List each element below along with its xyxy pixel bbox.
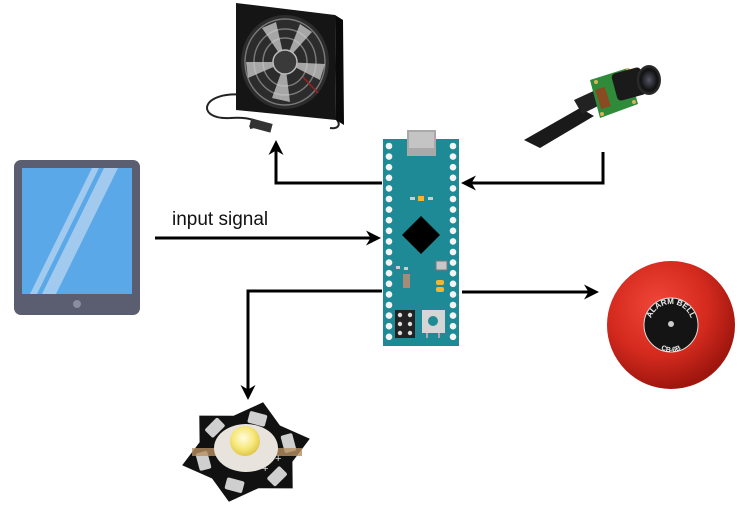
pin-hole <box>449 301 457 309</box>
screen-glare <box>30 168 99 294</box>
pin-hole <box>449 312 457 319</box>
status-led <box>436 287 444 292</box>
pin-hole <box>385 195 393 203</box>
usb-fan <box>206 3 344 133</box>
arrow-board-to-led <box>240 289 382 400</box>
pin-header-right <box>449 142 457 341</box>
regulator <box>435 260 448 271</box>
connections <box>155 140 605 400</box>
pin-hole <box>385 248 393 256</box>
pin-hole <box>385 185 393 192</box>
led-star: - + + <box>182 402 310 502</box>
camera-mount-hole <box>594 80 598 84</box>
pin-hole <box>449 153 457 160</box>
pin-hole <box>385 227 393 235</box>
camera-mount-hole <box>632 100 636 104</box>
microcontroller-chip <box>402 216 440 254</box>
tablet-device <box>14 160 140 315</box>
pin-hole <box>449 259 457 266</box>
led-lens <box>230 426 260 456</box>
smd-part <box>410 197 415 200</box>
camera-connector <box>595 86 611 110</box>
arduino-micro-board <box>383 130 459 346</box>
pin-hole <box>385 216 393 224</box>
pin-hole <box>385 238 393 245</box>
home-button-icon <box>73 300 81 308</box>
smd-part <box>428 197 433 200</box>
camera-cable <box>524 108 594 148</box>
pin-hole <box>449 185 457 192</box>
led-pad <box>195 451 212 471</box>
input-signal-label: input signal <box>172 209 268 230</box>
arrow-camera-to-board <box>461 152 605 191</box>
pin-hole <box>449 280 457 288</box>
pin-hole <box>385 206 393 213</box>
alarm-bell: ALARM BELL CB-6B <box>607 261 735 389</box>
pin-hole <box>385 259 393 266</box>
pin-hole <box>449 333 457 341</box>
pin-hole <box>385 333 393 341</box>
crystal <box>403 274 410 288</box>
icsp-pin <box>397 330 403 336</box>
usb-plug <box>249 118 273 133</box>
reset-button-leg <box>438 333 440 338</box>
pin-hole <box>449 227 457 235</box>
pin-hole <box>449 216 457 224</box>
icsp-pin <box>397 321 403 327</box>
pin-hole <box>385 174 393 182</box>
led-minus-marking: - <box>227 462 230 473</box>
led-pads <box>195 411 297 493</box>
pin-hole <box>449 291 457 298</box>
pin-hole <box>385 163 393 171</box>
smd-part <box>404 267 408 270</box>
arrow-board-to-fan <box>268 140 382 185</box>
pin-hole <box>449 269 457 277</box>
pin-hole <box>385 280 393 288</box>
led-pad <box>205 417 225 438</box>
reset-button-leg <box>426 333 428 338</box>
status-led <box>436 280 444 285</box>
icsp-pin <box>397 312 403 318</box>
pin-header-left <box>385 142 393 341</box>
reset-button-cap <box>428 316 438 326</box>
icsp-pins <box>397 312 413 336</box>
pin-hole <box>385 291 393 298</box>
pin-hole <box>385 301 393 309</box>
pin-hole <box>449 174 457 182</box>
bell-center-screw <box>668 321 674 327</box>
camera-module <box>524 65 661 148</box>
fan-hub <box>272 49 298 75</box>
screen-glare <box>42 168 118 294</box>
pin-hole <box>449 322 457 330</box>
pin-hole <box>449 206 457 213</box>
onboard-led <box>418 196 424 201</box>
fan-frame-side <box>335 15 344 125</box>
camera-lens-icon <box>637 65 661 95</box>
led-pad <box>267 466 287 487</box>
pin-hole <box>449 163 457 171</box>
icsp-pin <box>407 321 413 327</box>
led-pad <box>247 411 268 427</box>
pin-hole <box>449 238 457 245</box>
bell-text-bottom: CB-6B <box>660 345 682 354</box>
pin-hole <box>449 248 457 256</box>
pin-hole <box>385 142 393 150</box>
usb-connector-face <box>409 132 434 148</box>
fan-wire <box>302 76 319 94</box>
led-pad <box>224 477 245 493</box>
led-plus-marking: + <box>275 453 281 465</box>
pin-hole <box>385 312 393 319</box>
pin-hole <box>385 269 393 277</box>
camera-mount-hole <box>600 112 604 116</box>
pin-hole <box>385 153 393 160</box>
icsp-pin <box>407 312 413 318</box>
pin-hole <box>449 195 457 203</box>
pin-hole <box>449 142 457 150</box>
icsp-pin <box>407 330 413 336</box>
pin-hole <box>385 322 393 330</box>
led-plus-marking: + <box>262 463 268 475</box>
smd-part <box>396 266 400 269</box>
